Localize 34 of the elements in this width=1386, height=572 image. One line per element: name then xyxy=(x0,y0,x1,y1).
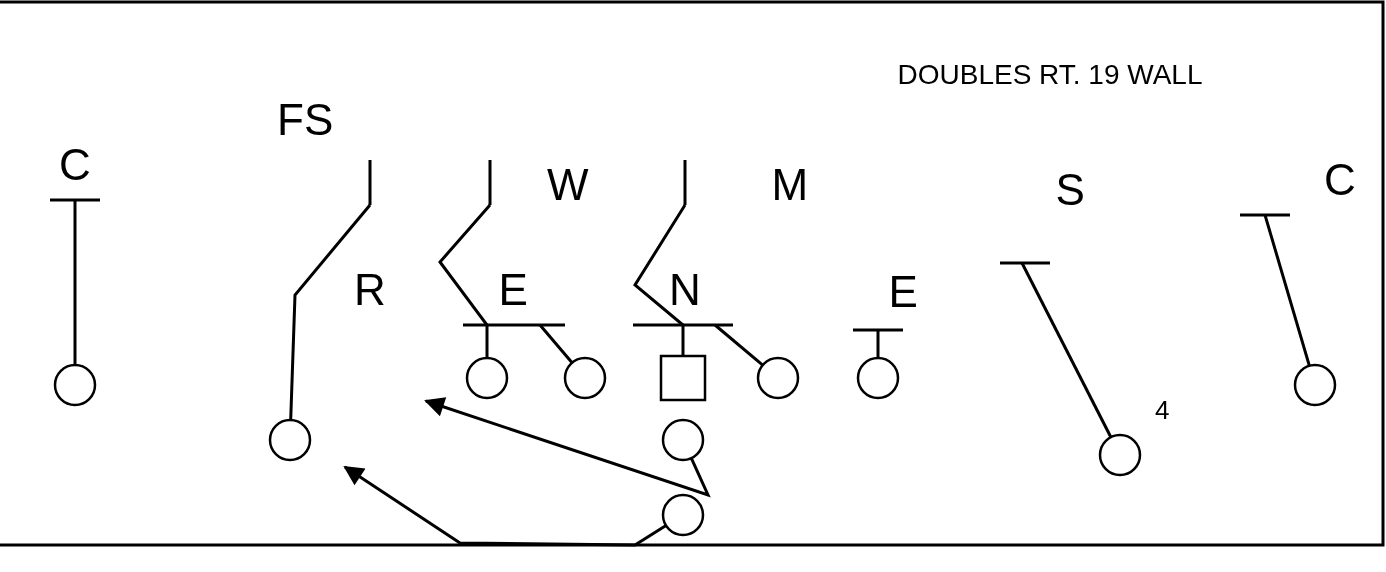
defender-letter: S xyxy=(1055,168,1085,212)
player-circle xyxy=(661,418,705,462)
player-circle xyxy=(1098,433,1142,477)
defender-letter: N xyxy=(669,268,701,312)
block-line xyxy=(851,328,905,358)
block-line xyxy=(461,323,574,364)
block-line xyxy=(289,158,372,421)
player-circle xyxy=(1293,363,1337,407)
defender-letter: C xyxy=(59,143,91,187)
defender-letter: M xyxy=(771,163,809,207)
player-circle xyxy=(756,356,800,400)
player-circle xyxy=(465,356,509,400)
defender-letter: FS xyxy=(277,98,334,142)
block-line xyxy=(633,158,687,356)
player-circle xyxy=(563,356,607,400)
defender-letter: E xyxy=(498,268,528,312)
player-circle xyxy=(53,363,97,407)
route-arrow xyxy=(343,465,667,547)
block-line xyxy=(48,198,102,365)
block-line xyxy=(1238,213,1311,367)
block-line xyxy=(631,323,764,367)
block-line xyxy=(438,158,492,358)
block-line xyxy=(998,261,1113,438)
player-number: 4 xyxy=(1155,397,1170,423)
player-circle xyxy=(268,418,312,462)
defender-letter: W xyxy=(547,163,589,207)
route-arrow xyxy=(424,397,711,498)
defender-letter: R xyxy=(354,268,386,312)
player-circle xyxy=(661,493,705,537)
play-title: DOUBLES RT. 19 WALL xyxy=(897,61,1203,89)
player-circle xyxy=(856,356,900,400)
defender-letter: E xyxy=(888,270,918,314)
defender-letter: C xyxy=(1324,158,1356,202)
center-square xyxy=(659,354,707,402)
